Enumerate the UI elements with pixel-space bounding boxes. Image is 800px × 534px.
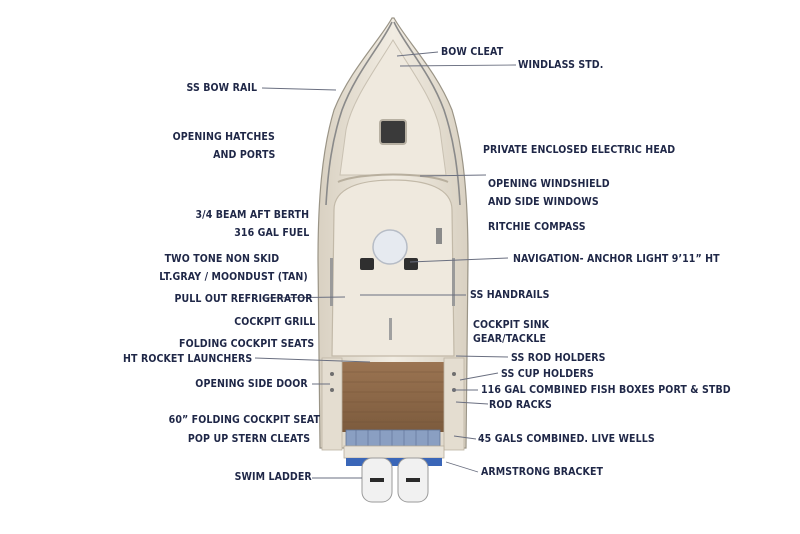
compass-icon (436, 228, 442, 244)
label-opening-hatches: OPENING HATCHES (172, 130, 275, 143)
label-swim-ladder: SWIM LADDER (234, 470, 312, 483)
label-ss-handrails: SS HANDRAILS (470, 288, 550, 301)
hatch-icon (379, 119, 407, 145)
gunwale-right (443, 357, 465, 451)
label-pop-up-stern-cleats: POP UP STERN CLEATS (187, 432, 310, 445)
label-two-tone-non-skid: TWO TONE NON SKID (164, 252, 279, 265)
folding-seat (345, 429, 441, 447)
label-opening-windshield: OPENING WINDSHIELD (488, 177, 610, 190)
label-side-windows: AND SIDE WINDOWS (488, 195, 599, 208)
anchor-light-dome-icon (372, 229, 408, 265)
outboard-engine-icon (361, 457, 429, 503)
handrail-left (330, 258, 333, 306)
handrail-right (452, 258, 455, 306)
gunwale-left (321, 357, 343, 451)
label-folding-cockpit-seats: FOLDING COCKPIT SEATS (178, 337, 314, 350)
label-and-ports: AND PORTS (212, 148, 275, 161)
label-ritchie-compass: RITCHIE COMPASS (488, 220, 586, 233)
water-strip (346, 458, 442, 466)
label-fish-boxes: 116 GAL COMBINED FISH BOXES PORT & STBD (481, 383, 731, 396)
bow-rail (325, 21, 461, 206)
label-armstrong-bracket: ARMSTRONG BRACKET (481, 465, 604, 478)
label-electric-head: PRIVATE ENCLOSED ELECTRIC HEAD (483, 143, 676, 156)
handrail-center (389, 318, 392, 340)
hardtop (331, 179, 455, 357)
label-cockpit-grill: COCKPIT GRILL (233, 315, 315, 328)
label-ht-rocket-launchers: HT ROCKET LAUNCHERS (122, 352, 252, 365)
label-non-skid-colors: LT.GRAY / MOONDUST (TAN) (159, 270, 308, 283)
port-left (360, 258, 374, 270)
label-bow-cleat: BOW CLEAT (441, 45, 504, 58)
label-beam-aft-berth: 3/4 BEAM AFT BERTH (195, 208, 309, 221)
cabin-top (339, 39, 447, 176)
label-live-wells: 45 GALS COMBINED. LIVE WELLS (478, 432, 655, 445)
deck-planks (342, 371, 444, 423)
leader-lines (254, 51, 517, 479)
label-bow-rail: SS BOW RAIL (186, 81, 257, 94)
windshield (337, 173, 449, 183)
label-60-folding-cockpit-seat: 60” FOLDING COCKPIT SEAT (168, 413, 320, 426)
label-rod-racks: ROD RACKS (489, 398, 552, 411)
label-windlass: WINDLASS STD. (518, 58, 604, 71)
label-pull-out-refrigerator: PULL OUT REFRIGERATOR (174, 292, 313, 305)
transom (343, 445, 445, 459)
cockpit-deck (342, 362, 444, 432)
label-opening-side-door: OPENING SIDE DOOR (195, 377, 308, 390)
label-gear-tackle: GEAR/TACKLE (473, 332, 547, 345)
label-ss-rod-holders: SS ROD HOLDERS (511, 351, 606, 364)
seat-stripes (355, 430, 429, 446)
label-navigation-light: NAVIGATION- ANCHOR LIGHT 9’11” HT (513, 252, 720, 265)
label-fuel: 316 GAL FUEL (233, 226, 309, 239)
label-cockpit-sink: COCKPIT SINK (473, 318, 550, 331)
port-right (404, 258, 418, 270)
label-ss-cup-holders: SS CUP HOLDERS (501, 367, 594, 380)
